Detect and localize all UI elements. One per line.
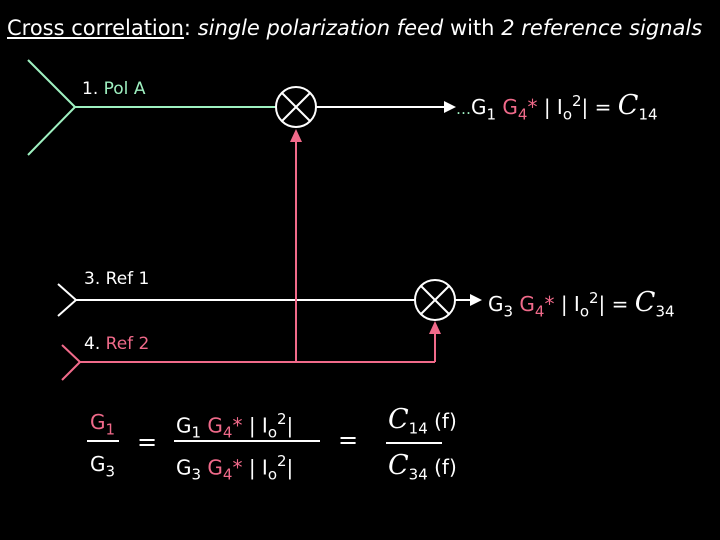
output-2-expression: G3 G4* | Io2| = C34 xyxy=(488,287,675,321)
ratio-numerator-2: G1 G4* | Io2| xyxy=(176,410,294,442)
ref-1-label: 3. Ref 1 xyxy=(84,269,150,289)
ref-2-arrow-to-mixer-1 xyxy=(290,129,302,142)
ref-2-arrow-to-mixer-2 xyxy=(429,321,441,334)
output-1-arrow xyxy=(316,101,456,113)
slide-title: Cross correlation: single polarization f… xyxy=(7,16,703,40)
ratio-denominator-1: G3 xyxy=(90,452,116,481)
ratio-equals-1: = xyxy=(137,428,158,456)
title-part3: 2 reference signals xyxy=(501,16,703,40)
output-2-arrow xyxy=(455,294,482,306)
mixer-1 xyxy=(275,86,317,128)
fraction-bar-1 xyxy=(87,440,119,442)
pol-a-feed xyxy=(27,59,276,156)
title-part2: with xyxy=(449,16,495,40)
ratio-denominator-2: G3 G4* | Io2| xyxy=(176,452,294,484)
pol-a-label: 1. Pol A xyxy=(82,79,146,99)
title-part1: single polarization feed xyxy=(197,16,444,40)
ratio-denominator-3: C34 (f) xyxy=(388,450,457,484)
ratio-numerator-3: C14 (f) xyxy=(388,404,457,438)
fraction-bar-2 xyxy=(174,440,320,442)
output-1-expression: …G1 G4* | Io2| = C14 xyxy=(456,90,658,124)
mixer-2 xyxy=(414,279,456,321)
ratio-equals-2: = xyxy=(338,426,359,454)
ref-2-label: 4. Ref 2 xyxy=(84,334,150,354)
ref-2-feed xyxy=(61,140,436,381)
fraction-bar-3 xyxy=(386,442,442,444)
title-main: Cross correlation xyxy=(7,16,184,40)
ratio-numerator-1: G1 xyxy=(90,410,116,439)
ref-1-feed xyxy=(57,283,415,317)
